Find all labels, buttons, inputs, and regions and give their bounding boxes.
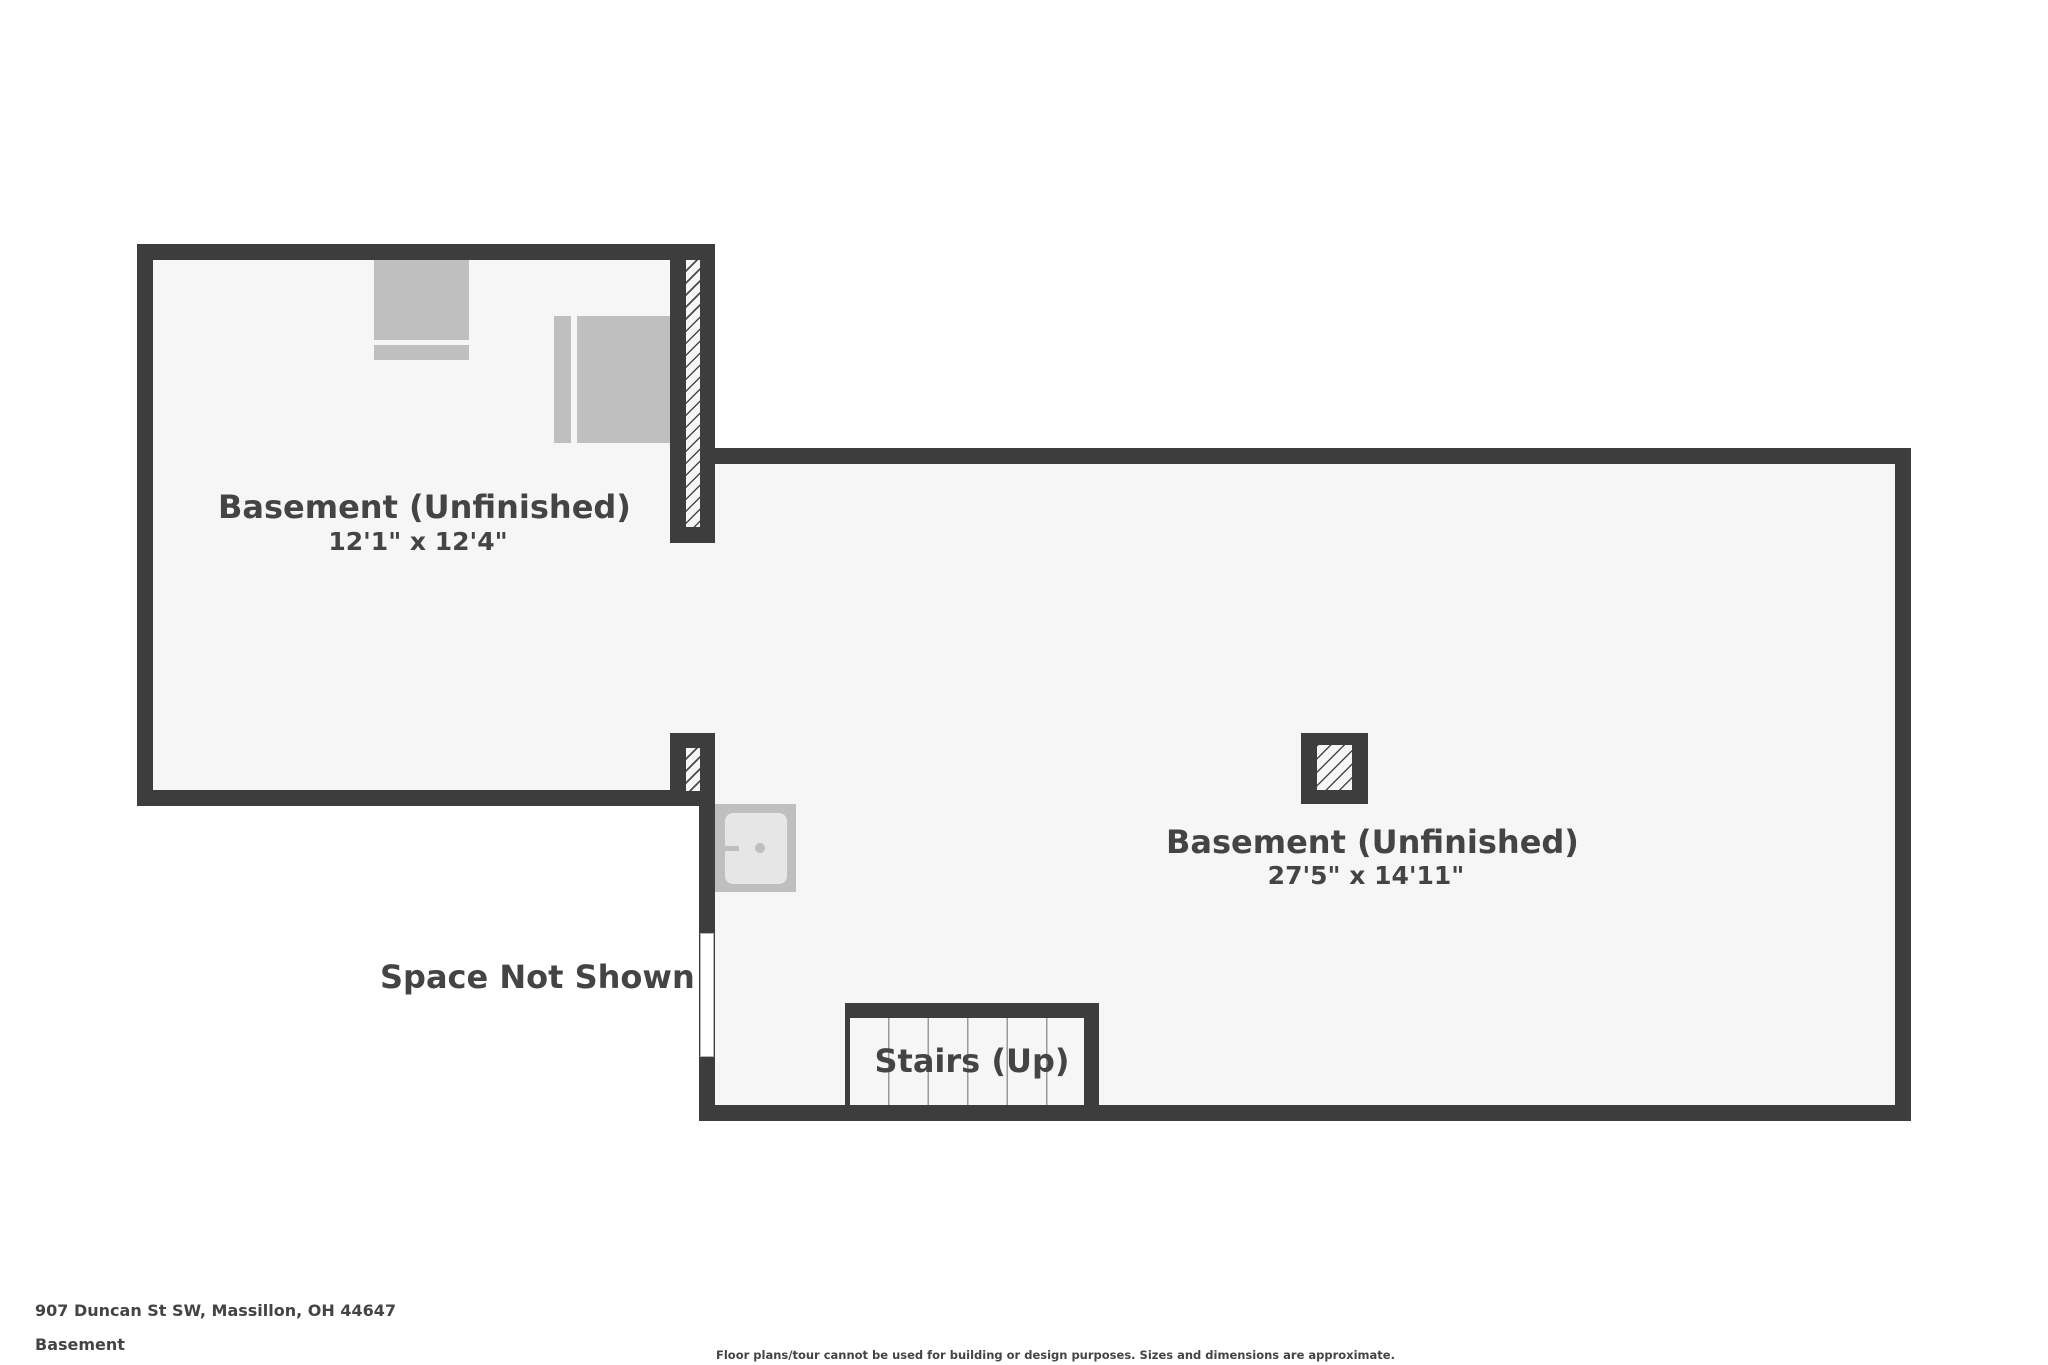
stairs-label: Stairs (Up) (874, 1042, 1070, 1080)
sink-drain (755, 843, 765, 853)
disclaimer: Floor plans/tour cannot be used for buil… (716, 1348, 1395, 1362)
washer (374, 260, 469, 340)
stairs-left-wall (845, 1003, 850, 1113)
sink-faucet (724, 846, 739, 851)
washer-front (374, 345, 469, 360)
space-not-shown-label: Space Not Shown (380, 958, 695, 996)
large-room-dimensions: 27'5" x 14'11" (1267, 861, 1465, 890)
dryer (577, 316, 670, 443)
address: 907 Duncan St SW, Massillon, OH 44647 (35, 1301, 397, 1320)
upper-pier-hatch (686, 260, 700, 527)
stairs-top-wall (845, 1003, 1099, 1018)
small-room-title: Basement (Unfinished) (218, 488, 631, 526)
window (700, 933, 714, 1057)
small-room-dimensions: 12'1" x 12'4" (328, 527, 508, 556)
large-room-title: Basement (Unfinished) (1166, 823, 1579, 861)
lower-pier-hatch (686, 748, 700, 791)
room-opening (660, 543, 720, 733)
floor-label: Basement (35, 1335, 125, 1354)
dryer-front (554, 316, 571, 443)
outside-area (137, 806, 699, 1126)
stairs-treads (850, 1018, 1084, 1105)
stairs-right-wall (1084, 1003, 1099, 1113)
support-column-hatch (1317, 745, 1352, 790)
